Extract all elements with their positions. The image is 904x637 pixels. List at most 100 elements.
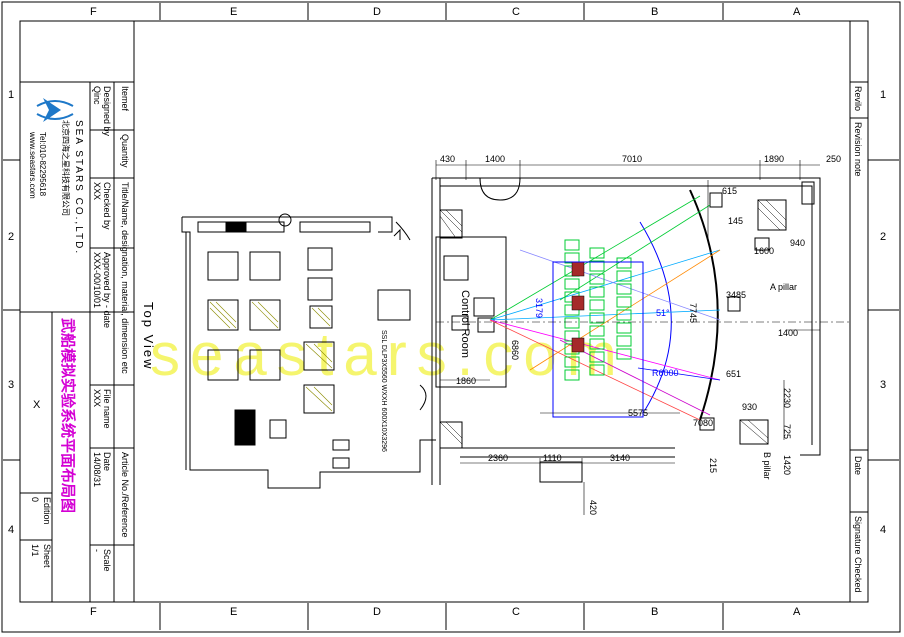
revision-label: Revilo xyxy=(853,86,863,111)
dimension-lines xyxy=(435,160,820,515)
grid-col-top-d: D xyxy=(373,6,381,18)
title-block: SEA STARS CO.,LTD. 北京四海之星科技有限公司 Tel:010-… xyxy=(19,81,135,603)
revision-date-label: Date xyxy=(853,456,863,475)
dim-right-145: 145 xyxy=(728,216,743,226)
title-sheet: 1/1 xyxy=(30,544,40,557)
grid-col-top-c: C xyxy=(512,6,520,18)
radius-arc xyxy=(639,221,672,411)
title-designed-by: Qinc xyxy=(92,86,102,105)
dim-bottom-420: 420 xyxy=(588,500,598,515)
dim-bottom-3140: 3140 xyxy=(610,453,630,463)
pillar-hatch xyxy=(439,199,787,445)
grid-row-right-1: 1 xyxy=(880,89,886,101)
dim-inner-930: 930 xyxy=(742,402,757,412)
drawing-title-cn: 武船模拟实验系统平面布局图 xyxy=(59,318,77,513)
dim-right-1420: 1420 xyxy=(782,455,792,475)
dim-bottom-2360: 2360 xyxy=(488,453,508,463)
company-web: www.seastars.com xyxy=(28,131,37,199)
main-room-walls xyxy=(431,177,821,485)
control-room xyxy=(435,236,507,388)
title-checked-by: XXX xyxy=(92,182,102,200)
title-approved: XXX-00/10/01 xyxy=(92,252,102,308)
grid-col-top-e: E xyxy=(230,6,237,18)
title-scale: - xyxy=(92,549,102,552)
grid-row-right-3: 3 xyxy=(880,379,886,391)
company-logo xyxy=(36,98,74,122)
dim-right-940: 940 xyxy=(790,238,805,248)
grid-col-bottom-b: B xyxy=(651,606,658,618)
title-sheet-label: Sheet xyxy=(42,544,52,568)
title-designed-by-label: Designed by xyxy=(102,86,112,137)
grid-col-bottom-c: C xyxy=(512,606,520,618)
dim-inner-651: 651 xyxy=(726,369,741,379)
revision-signature-label: Signature Checked xyxy=(853,516,863,593)
company-name-cn: 北京四海之星科技有限公司 xyxy=(61,120,71,216)
grid-ticks-top xyxy=(3,3,899,630)
dim-inner-3179: 3179 xyxy=(534,298,544,318)
title-scale-label: Scale xyxy=(102,549,112,572)
dim-inner-7745: 7745 xyxy=(688,303,698,323)
grid-row-right-4: 4 xyxy=(880,524,886,536)
dim-top-1890: 1890 xyxy=(764,154,784,164)
control-room-label: Control Room xyxy=(459,290,471,358)
title-edition-label: Edition xyxy=(42,497,52,525)
equipment-room xyxy=(181,213,436,489)
drawing-area-border xyxy=(133,20,851,603)
device-note: SSL DLP3X5560 WXXH 600X10X3296 xyxy=(380,330,387,452)
dim-right-1400: 1400 xyxy=(778,328,798,338)
instructor-chairs xyxy=(571,261,585,353)
title-item-name: Itemef xyxy=(120,86,130,112)
title-file-name-label: File name xyxy=(102,389,112,429)
title-desc: Title/Name, designation, material, dimen… xyxy=(120,182,130,374)
dim-top-7010: 7010 xyxy=(622,154,642,164)
dimension-texts: 430 1400 7010 1890 250 615 145 1600 940 … xyxy=(440,154,841,515)
grid-row-left-4: 4 xyxy=(8,524,14,536)
b-pillar-label: B pillar xyxy=(762,452,772,480)
dim-inner-5575: 5575 xyxy=(628,408,648,418)
title-edition: 0 xyxy=(30,497,40,502)
dim-inner-7080: 7080 xyxy=(693,418,713,428)
dim-inner-6860: 6860 xyxy=(510,340,520,360)
dim-right-3485: 3485 xyxy=(726,290,746,300)
grid-row-left-1: 1 xyxy=(8,89,14,101)
revision-note-label: Revision note xyxy=(853,122,863,177)
dim-inner-1860: 1860 xyxy=(456,376,476,386)
grid-col-bottom-a: A xyxy=(793,606,801,618)
dim-right-725: 725 xyxy=(782,424,792,439)
angle-label: 51° xyxy=(656,308,670,318)
grid-col-bottom-f: F xyxy=(90,606,97,618)
view-label: Top View xyxy=(141,302,156,371)
dim-right-1600: 1600 xyxy=(754,246,774,256)
dim-top-1400: 1400 xyxy=(485,154,505,164)
dim-bottom-1110: 1110 xyxy=(543,453,562,463)
title-article-no: Article No./Reference xyxy=(120,452,130,538)
title-approved-label: Approved by - date xyxy=(102,252,112,328)
company-tel: Tel:010-82295618 xyxy=(38,132,47,197)
grid-col-bottom-e: E xyxy=(230,606,237,618)
revision-block: Revilo Revision note Date Signature Chec… xyxy=(849,81,869,603)
grid-row-left-3: 3 xyxy=(8,379,14,391)
dim-top-250: 250 xyxy=(826,154,841,164)
title-date: 14/08/31 xyxy=(92,452,102,487)
grid-row-right-2: 2 xyxy=(880,231,886,243)
grid-col-bottom-d: D xyxy=(373,606,381,618)
dim-right-2230: 2230 xyxy=(782,388,792,408)
grid-col-top-f: F xyxy=(90,6,97,18)
projection-lines xyxy=(489,195,721,421)
radius-label: R6000 xyxy=(652,368,679,378)
grid-row-left-2: 2 xyxy=(8,231,14,243)
title-checked-by-label: Checked by xyxy=(102,182,112,230)
dim-inner-215: 215 xyxy=(708,458,718,473)
watermark: seastars.com xyxy=(150,321,627,388)
dim-right-615: 615 xyxy=(722,186,737,196)
title-date-label: Date xyxy=(102,452,112,471)
grid-col-top-b: B xyxy=(651,6,658,18)
simulation-zone xyxy=(552,261,644,418)
company-name-en: SEA STARS CO.,LTD. xyxy=(73,120,84,255)
screen-arc xyxy=(689,189,719,421)
equipment-hatch xyxy=(209,301,333,412)
grid-labels: F E D C B A F E D C B A 1 2 3 4 1 2 3 4 xyxy=(8,6,886,618)
a-pillar-label: A pillar xyxy=(770,282,797,292)
